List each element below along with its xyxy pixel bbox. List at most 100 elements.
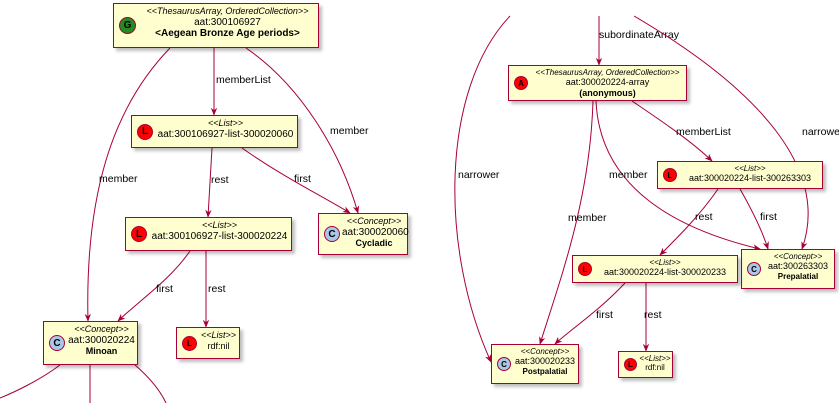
edge-member_cycladic: [245, 47, 360, 214]
node-text: <<List>>rdf:nil: [199, 330, 238, 351]
edge-narrower_left: [454, 15, 511, 363]
concept-class-icon: C: [49, 335, 65, 351]
list-class-icon: L: [624, 358, 637, 371]
concept-class-icon: C: [497, 357, 511, 371]
node-coll2: A<<ThesaurusArray, OrderedCollection>>aa…: [508, 65, 687, 101]
edge-label-first4: first: [596, 309, 613, 321]
node-id: aat:300020224: [68, 334, 135, 346]
node-list3: L<<List>>aat:300020224-list-300263303: [657, 161, 823, 189]
list-class-icon: L: [182, 335, 197, 351]
node-name: Prepalatial: [777, 272, 819, 282]
node-id: aat:300263303: [767, 261, 829, 272]
node-text: <<List>>aat:300020224-list-300020233: [594, 258, 736, 278]
edge-label-memberList2: memberList: [676, 126, 731, 138]
concept-class-icon: C: [747, 262, 761, 276]
edge-label-member_minoan: member: [99, 173, 138, 185]
edge-label-member_pre: member: [609, 169, 648, 181]
node-id: aat:300020224-list-300020233: [603, 267, 727, 278]
edge-label-memberList1: memberList: [216, 74, 271, 86]
edge-label-rest2: rest: [208, 283, 226, 295]
edge-member_minoan: [84, 47, 171, 322]
node-name: Cycladic: [355, 238, 393, 249]
node-stereotype: <<ThesaurusArray, OrderedCollection>>: [535, 68, 680, 77]
collection-class-icon: A: [514, 76, 528, 90]
node-stereotype: <<List>>: [200, 330, 237, 340]
node-id: rdf:nil: [207, 340, 230, 351]
edge-label-rest4: rest: [644, 309, 662, 321]
list-class-icon: L: [578, 262, 592, 276]
edge-member_pre: [595, 100, 761, 251]
edge-label-member_cycladic: member: [330, 125, 369, 137]
node-coll1: G<<ThesaurusArray, OrderedCollection>>aa…: [113, 3, 319, 48]
edge-continuation: [0, 364, 61, 399]
node-text: <<List>>rdf:nil: [639, 354, 671, 373]
node-stereotype: <<List>>: [734, 164, 766, 173]
list-class-icon: L: [131, 226, 147, 242]
edge-rest3: [659, 188, 719, 256]
node-text: <<List>>aat:300020224-list-300263303: [679, 164, 821, 184]
node-name: <Aegean Bronze Age periods>: [155, 28, 300, 40]
node-text: <<ThesaurusArray, OrderedCollection>>aat…: [138, 6, 317, 40]
node-id: aat:300020224-list-300263303: [688, 173, 812, 184]
node-list1: L<<List>>aat:300106927-list-300020060: [131, 115, 298, 148]
edge-member_post: [539, 100, 594, 345]
node-text: <<List>>aat:300106927-list-300020060: [155, 118, 296, 140]
edge-narrower_right: [633, 15, 809, 250]
node-text: <<ThesaurusArray, OrderedCollection>>aat…: [530, 68, 685, 99]
node-name: (anonymous): [579, 88, 636, 99]
list-class-icon: L: [137, 123, 153, 140]
list-class-icon: L: [663, 168, 677, 182]
edge-first2: [117, 250, 191, 322]
collection-class-icon: G: [119, 17, 136, 34]
node-list4: L<<List>>aat:300020224-list-300020233: [572, 255, 738, 283]
node-list2: L<<List>>aat:300106927-list-300020224: [125, 217, 292, 251]
edge-label-member_post: member: [568, 212, 607, 224]
node-text: <<List>>aat:300106927-list-300020224: [149, 220, 290, 242]
node-stereotype: <<List>>: [201, 220, 238, 230]
node-nil2: L<<List>>rdf:nil: [618, 351, 673, 378]
node-stereotype: <<List>>: [207, 118, 244, 128]
node-id: aat:300020060: [342, 226, 409, 238]
node-nil1: L<<List>>rdf:nil: [176, 327, 240, 359]
edge-label-rest1: rest: [211, 174, 229, 186]
edge-label-subordinateArray: subordinateArray: [599, 29, 680, 41]
edge-first3: [739, 188, 769, 250]
node-id: aat:300106927-list-300020224: [151, 230, 288, 242]
node-stereotype: <<List>>: [639, 354, 671, 363]
edge-first1: [241, 147, 351, 214]
node-id: aat:300106927: [194, 16, 261, 28]
node-id: aat:300020233: [514, 356, 576, 367]
edge-label-first1: first: [294, 173, 311, 185]
edge-label-first2: first: [156, 283, 173, 295]
concept-class-icon: C: [324, 226, 340, 242]
node-stereotype: <<Concept>>: [773, 252, 823, 261]
node-id: rdf:nil: [645, 363, 665, 373]
edge-label-rest3: rest: [695, 211, 713, 223]
node-stereotype: <<List>>: [649, 258, 681, 267]
edge-continuation: [134, 364, 167, 403]
edge-rest1: [205, 147, 213, 218]
edge-memberList2: [631, 100, 713, 162]
node-stereotype: <<ThesaurusArray, OrderedCollection>>: [146, 6, 309, 16]
node-id: aat:300020224-array: [565, 77, 650, 88]
node-id: aat:300106927-list-300020060: [157, 128, 294, 140]
node-name: Postpalatial: [522, 367, 568, 377]
node-stereotype: <<Concept>>: [74, 324, 129, 334]
node-name: Minoan: [85, 346, 118, 357]
node-stereotype: <<Concept>>: [346, 216, 402, 226]
edge-label-first3: first: [760, 211, 777, 223]
edge-label-narrower_right: narrower: [802, 126, 839, 138]
edge-label-narrower_left: narrower: [458, 169, 500, 181]
node-stereotype: <<Concept>>: [520, 347, 570, 356]
edge-first4: [554, 282, 626, 345]
